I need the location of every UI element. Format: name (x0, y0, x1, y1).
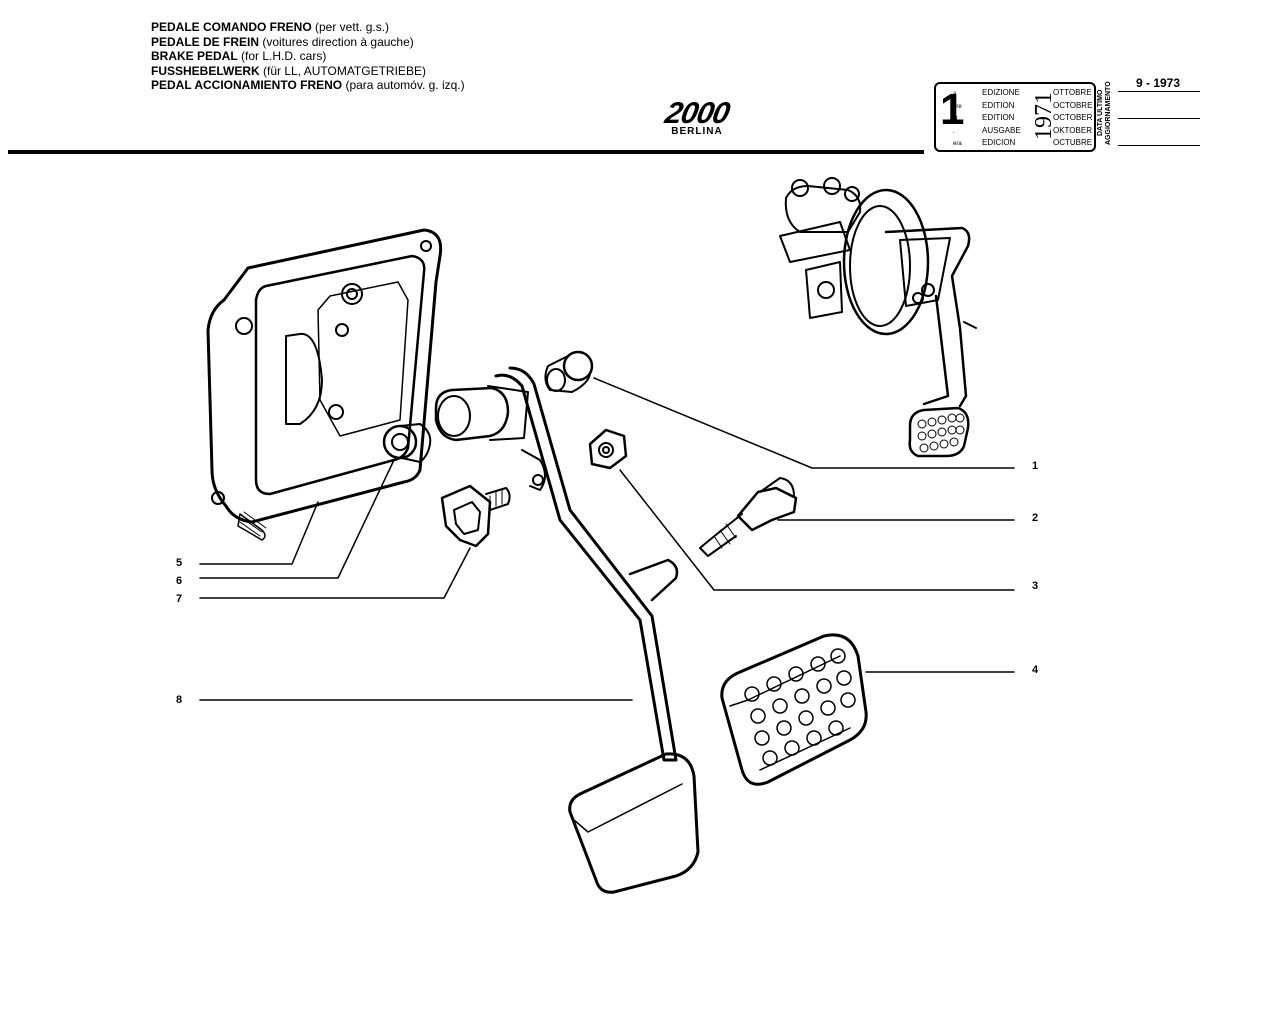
bushing-left (382, 423, 432, 463)
title-en: BRAKE PEDAL (for L.H.D. cars) (151, 49, 327, 63)
callout-3: 3 (1032, 580, 1039, 592)
callout-2: 2 (1032, 512, 1039, 524)
bushing-right (544, 350, 594, 393)
callout-1: 1 (1032, 460, 1039, 472)
leader-3 (619, 469, 1015, 591)
callout-7: 7 (176, 593, 183, 605)
date-line-3 (1118, 145, 1200, 146)
assembly-inset (779, 177, 977, 458)
callout-4: 4 (1032, 664, 1039, 676)
title-block: PEDALE COMANDO FRENO (per vett. g.s.) PE… (151, 20, 465, 93)
title-es: PEDAL ACCIONAMIENTO FRENO (para automóv.… (151, 78, 465, 92)
leader-1 (593, 377, 1015, 469)
callout-5: 5 (176, 557, 183, 569)
date-line-2 (1118, 118, 1200, 119)
pedal-bracket (206, 228, 443, 541)
leader-5 (199, 501, 319, 565)
title-fr: PEDALE DE FREIN (voitures direction à ga… (151, 34, 414, 49)
callout-8: 8 (176, 694, 183, 706)
leader-lines (199, 377, 1015, 701)
edition-number: 1 (940, 85, 965, 134)
date-line-1 (1118, 91, 1200, 92)
title-it: PEDALE COMANDO FRENO (per vett. g.s.) (151, 20, 390, 34)
update-date: 9 - 1973 (1136, 76, 1181, 90)
leader-7 (199, 547, 471, 599)
pad-studs (744, 648, 856, 766)
hex-nut (588, 428, 628, 470)
rubber-pad (720, 633, 868, 786)
leader-6 (199, 459, 395, 579)
title-de: FUSSHEBELWERK (für LL, AUTOMATGETRIEBE) (151, 63, 426, 78)
header-rule (8, 150, 924, 154)
pedal-arm (434, 366, 700, 894)
model-logo: 2000 BERLINA (634, 97, 760, 137)
logo-subtitle: BERLINA (671, 126, 723, 137)
callout-6: 6 (176, 575, 183, 587)
clip-and-screw (440, 484, 511, 548)
stop-light-switch (699, 477, 798, 557)
